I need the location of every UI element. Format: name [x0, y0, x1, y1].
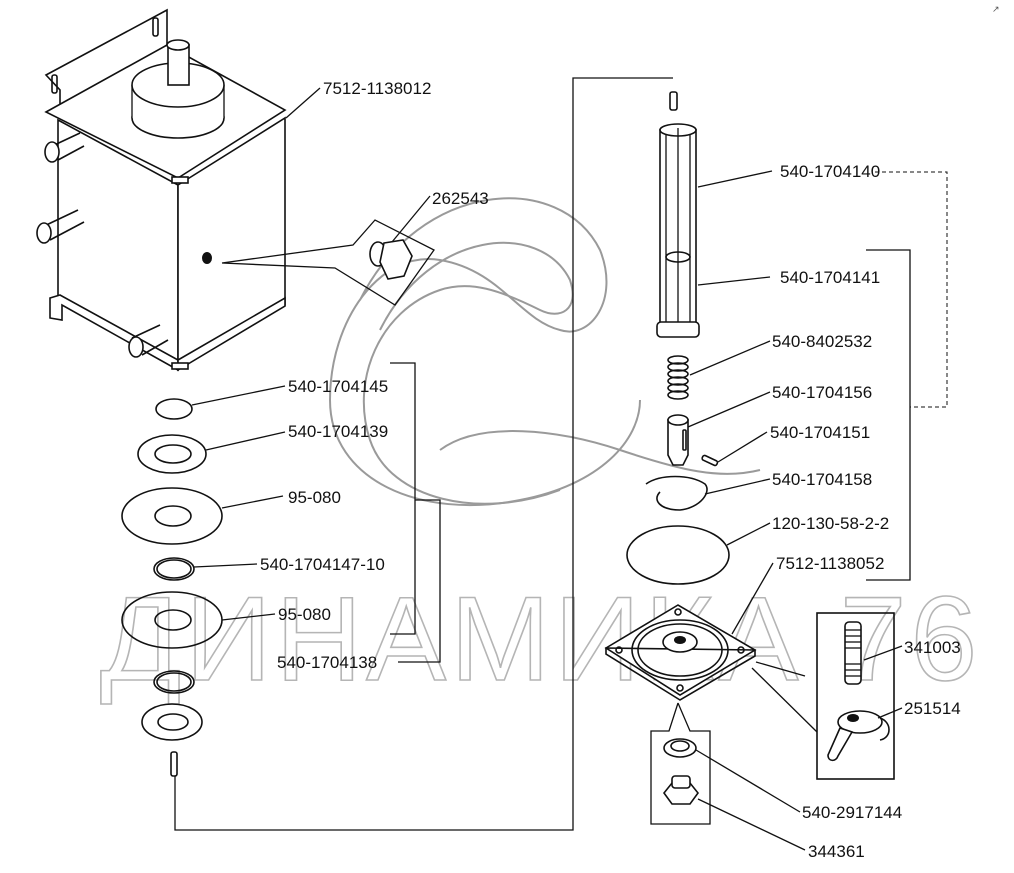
label-cover: 7512-1138052 [776, 554, 884, 573]
label-group: 540-1704138 [277, 653, 377, 672]
connector-line [174, 77, 673, 831]
label-washer: 540-2917144 [802, 803, 902, 822]
label-ring-1: 540-1704145 [288, 377, 388, 396]
label-wing-nut: 251514 [904, 699, 961, 718]
label-disc-1: 95-080 [288, 488, 341, 507]
corner-mark: ↗ [992, 4, 1000, 14]
label-washer-1: 540-1704139 [288, 422, 388, 441]
label-stud: 341003 [904, 638, 961, 657]
tank-part [36, 8, 287, 372]
label-filter-assembly: 540-1704140 [780, 162, 880, 181]
filter-stack [604, 91, 757, 701]
label-pin: 540-1704151 [770, 423, 870, 442]
stud-nut-box [816, 612, 895, 780]
label-valve: 540-1704156 [772, 383, 872, 402]
leader-plug [391, 195, 431, 243]
label-o-ring: 120-130-58-2-2 [772, 514, 889, 533]
label-disc-2: 95-080 [278, 605, 331, 624]
washer-plug-box [650, 702, 711, 825]
plug-callout [221, 219, 435, 306]
label-ring-2: 540-1704147-10 [260, 555, 385, 574]
label-tank: 7512-1138012 [323, 79, 431, 98]
label-plug: 262543 [432, 189, 489, 208]
label-circlip: 540-1704158 [772, 470, 872, 489]
label-filter-element: 540-1704141 [780, 268, 880, 287]
label-spring: 540-8402532 [772, 332, 872, 351]
label-drain-plug: 344361 [808, 842, 865, 861]
leader-tank [285, 87, 321, 119]
watermark-text: ДИНАМИКА 76 [100, 572, 981, 706]
watermark-logo [328, 197, 761, 507]
